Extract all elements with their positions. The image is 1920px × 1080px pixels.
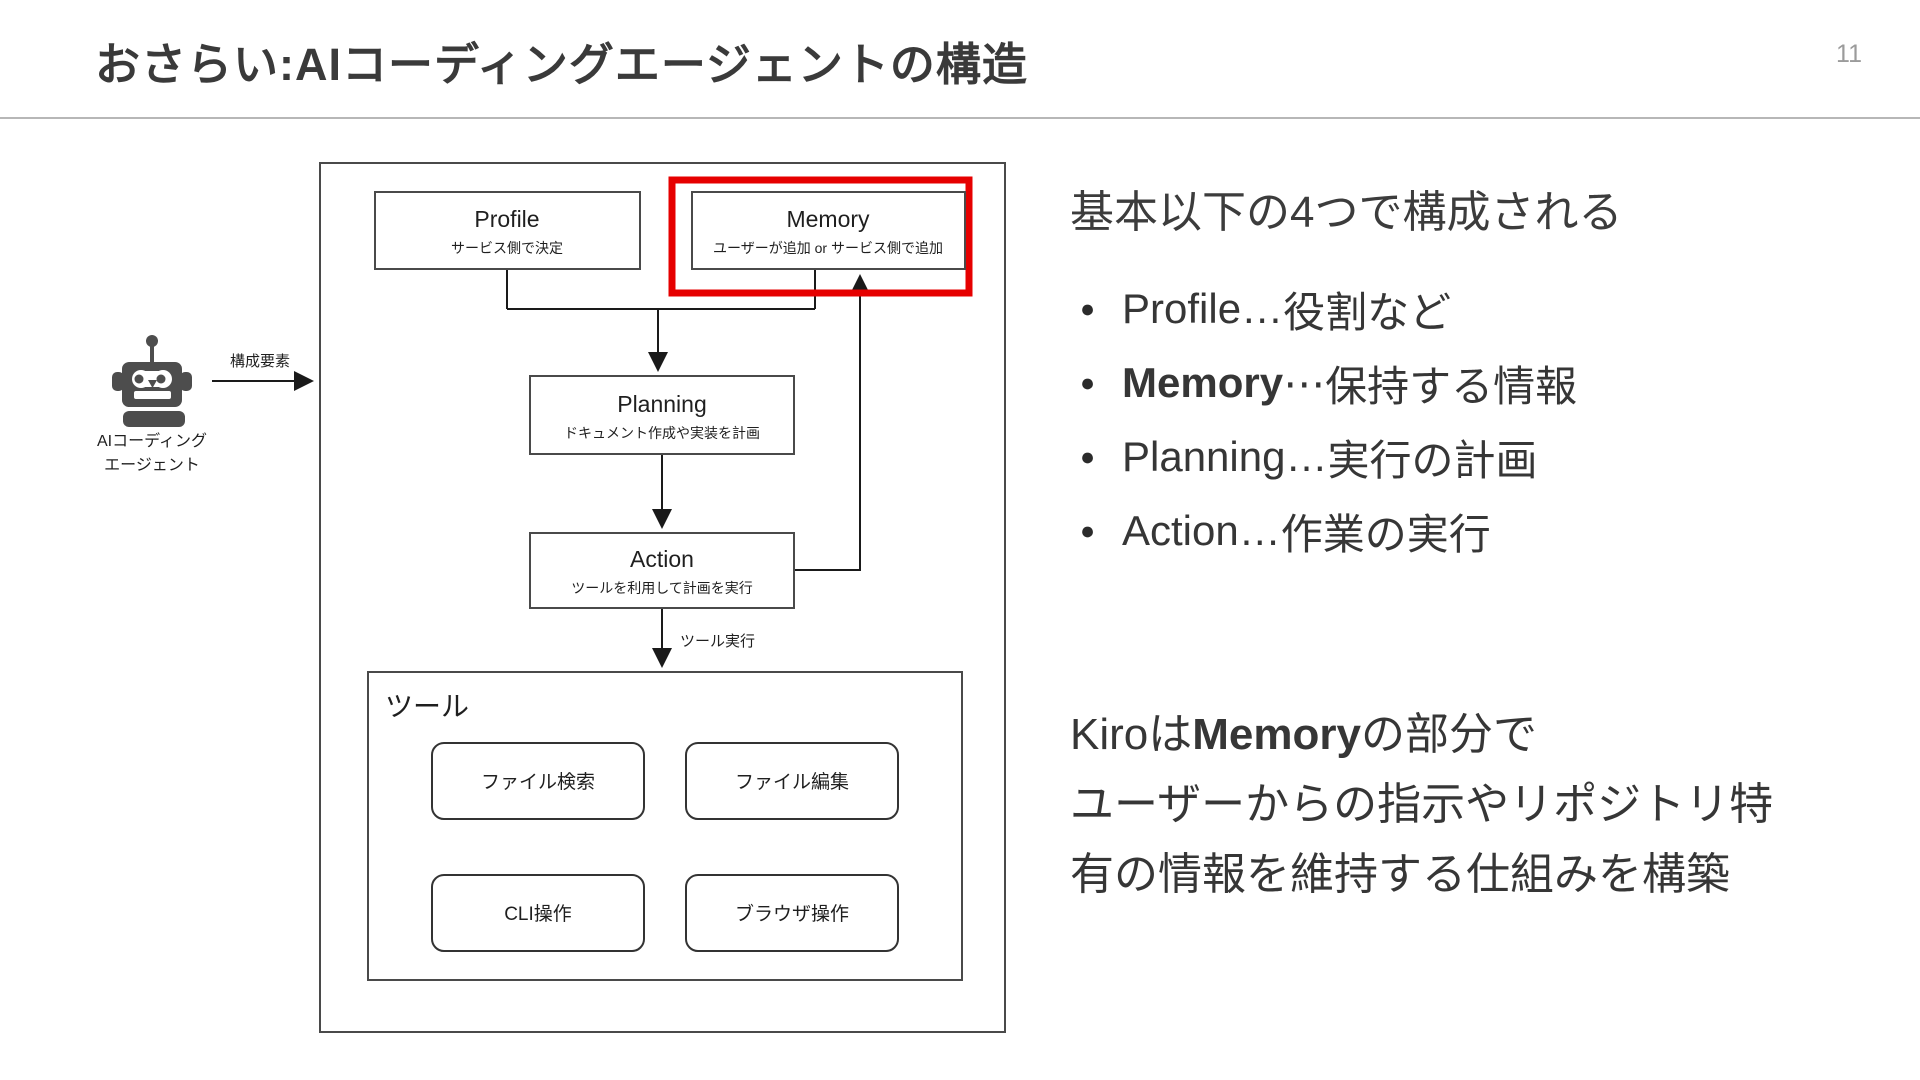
robot-nose — [148, 380, 157, 388]
bullet-sep: ⋯ — [1283, 359, 1326, 407]
tool-label: ファイル検索 — [481, 771, 595, 793]
bullet-list: ● Profile … 役割など ● Memory ⋯ 保持する情報 ● Pla… — [1070, 272, 1577, 568]
memory-rect — [691, 191, 966, 270]
agent-arrow-label: 構成要素 — [230, 353, 290, 370]
memory-box: Memory ユーザーが追加 or サービス側で追加 — [691, 191, 966, 270]
robot-ear-right — [180, 372, 192, 391]
note-line1-bold: Memory — [1192, 710, 1361, 759]
tool-item-file-search: ファイル検索 — [431, 742, 645, 820]
bullet-sep: … — [1238, 507, 1281, 554]
tools-box: ツール ファイル検索 ファイル編集 CLI操作 ブラウザ操作 — [367, 671, 963, 981]
profile-title: Profile — [474, 206, 539, 232]
page-title: おさらい:AIコーディングエージェントの構造 — [95, 39, 1028, 90]
bullet-item-action: ● Action … 作業の実行 — [1070, 494, 1577, 568]
bullet-dot: ● — [1080, 294, 1096, 323]
profile-subtitle: サービス側で決定 — [451, 240, 563, 256]
memory-subtitle: ユーザーが追加 or サービス側で追加 — [713, 240, 943, 256]
profile-box: Profile サービス側で決定 — [374, 191, 641, 270]
bullet-term-bold: Memory — [1122, 359, 1284, 406]
kiro-note: KiroはMemoryの部分で ユーザーからの指示やリポジトリ特 有の情報を維持… — [1070, 700, 1773, 910]
tool-label: ファイル編集 — [735, 771, 849, 793]
note-line3: 有の情報を維持する仕組みを構築 — [1070, 850, 1730, 899]
bullet-dot: ● — [1080, 368, 1096, 397]
tool-label: ブラウザ操作 — [735, 902, 849, 925]
tool-rect — [431, 742, 645, 820]
bullet-desc: 保持する情報 — [1325, 362, 1578, 410]
robot-ear-left — [112, 372, 124, 391]
tool-item-cli: CLI操作 — [431, 874, 645, 952]
robot-body — [123, 411, 185, 427]
planning-rect — [529, 375, 795, 455]
bullet-sep: … — [1241, 285, 1284, 332]
robot-pupil-right — [156, 374, 166, 384]
action-title: Action — [630, 546, 694, 572]
tool-item-browser: ブラウザ操作 — [685, 874, 899, 952]
note-line1-pre: Kiroは — [1070, 710, 1193, 759]
right-heading: 基本以下の4つで構成される — [1070, 188, 1623, 237]
memory-highlight-box — [668, 176, 973, 297]
robot-antenna — [150, 345, 154, 363]
bullet-dot: ● — [1080, 442, 1096, 471]
bullet-term: Planning — [1122, 433, 1286, 480]
bullet-term: Action — [1122, 507, 1239, 554]
tool-rect — [685, 742, 899, 820]
bullet-desc: 作業の実行 — [1280, 510, 1491, 558]
agent-label-line1: AIコーディング — [97, 431, 207, 450]
robot-mouth — [134, 391, 171, 399]
bullet-sep: … — [1285, 433, 1328, 480]
robot-pupil-left — [134, 374, 144, 384]
robot-antenna-ball — [146, 335, 158, 347]
memory-title: Memory — [786, 206, 870, 232]
note-line1: KiroはMemoryの部分で — [1070, 700, 1773, 770]
tool-item-file-edit: ファイル編集 — [685, 742, 899, 820]
tools-label: ツール — [385, 691, 469, 722]
robot-visor — [141, 371, 163, 387]
action-subtitle: ツールを利用して計画を実行 — [571, 580, 753, 596]
tool-exec-label: ツール実行 — [680, 633, 755, 650]
agent-structure-diagram: Profile サービス側で決定 Memory ユーザーが追加 or サービス側… — [97, 162, 1006, 1033]
note-line2: ユーザーからの指示やリポジトリ特 — [1070, 780, 1774, 829]
bullet-item-planning: ● Planning … 実行の計画 — [1070, 420, 1577, 494]
tool-label: CLI操作 — [504, 903, 572, 925]
arrow-action-to-memory — [794, 274, 870, 571]
action-rect — [529, 532, 795, 609]
note-line1-post: の部分で — [1360, 710, 1537, 759]
bullet-desc: 実行の計画 — [1327, 436, 1538, 484]
planning-subtitle: ドキュメント作成や実装を計画 — [564, 425, 760, 441]
planning-box: Planning ドキュメント作成や実装を計画 — [529, 375, 795, 455]
bullet-item-profile: ● Profile … 役割など — [1070, 272, 1577, 346]
action-box: Action ツールを利用して計画を実行 — [529, 532, 795, 609]
bullet-desc: 役割など — [1283, 288, 1452, 336]
bullet-term: Profile — [1122, 285, 1242, 332]
robot-icon — [112, 335, 192, 427]
bullet-dot: ● — [1080, 516, 1096, 545]
tool-rect — [685, 874, 899, 952]
connector-lines — [212, 269, 870, 668]
slide-header: おさらい:AIコーディングエージェントの構造 11 — [0, 0, 1920, 119]
tool-rect — [431, 874, 645, 952]
profile-rect — [374, 191, 641, 270]
bullet-item-memory: ● Memory ⋯ 保持する情報 — [1070, 346, 1577, 420]
planning-title: Planning — [617, 391, 707, 417]
page-number: 11 — [1836, 40, 1862, 68]
agent-label-line2: エージェント — [104, 457, 200, 474]
